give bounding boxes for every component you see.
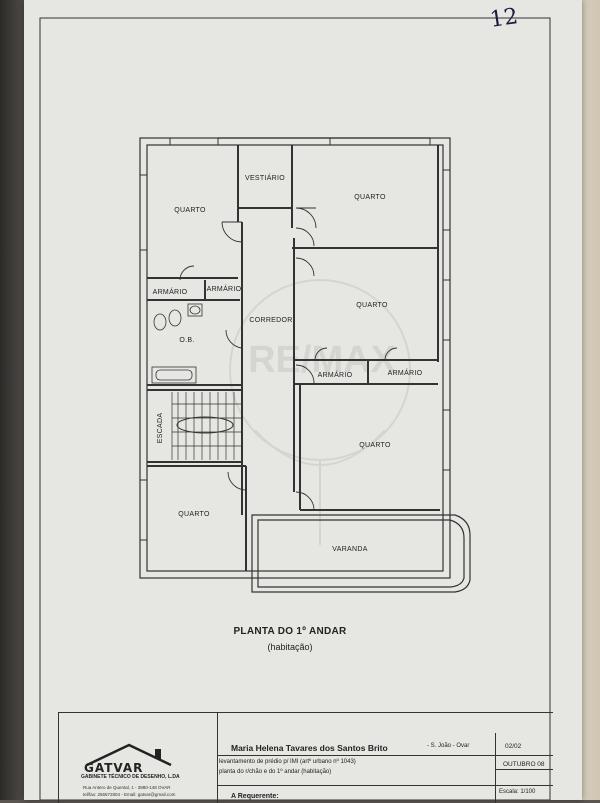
company-full-name: GABINETE TÉCNICO DE DESENHO, L.DA — [81, 774, 180, 780]
page-frame — [39, 17, 551, 800]
title-block-divider — [495, 733, 496, 803]
room-label-armario-4: ARMÁRIO — [388, 368, 423, 377]
owner-name: Maria Helena Tavares dos Santos Brito — [231, 743, 388, 753]
window-marks — [140, 138, 450, 541]
room-label-varanda: VARANDA — [332, 546, 367, 553]
company-contacts: tel/fax: 256572804 - Email: gatvar@gmail… — [83, 792, 176, 797]
title-block-divider — [217, 713, 218, 803]
room-label-corredor: CORREDOR — [249, 317, 292, 324]
room-label-armario-1: ARMÁRIO — [153, 287, 188, 296]
staircase — [171, 392, 242, 460]
room-label-quarto-nw: QUARTO — [174, 207, 206, 214]
company-logo-icon — [86, 743, 172, 767]
requester-label: A Requerente: — [231, 793, 279, 800]
balcony — [251, 514, 471, 593]
title-block: GATVAR GABINETE TÉCNICO DE DESENHO, L.DA… — [58, 712, 553, 803]
bathroom-fixtures — [151, 303, 203, 384]
sheet-number: 02/02 — [505, 743, 522, 750]
company-name: GATVAR — [84, 761, 144, 775]
room-label-escada: ESCADA — [157, 413, 164, 444]
drawing-date: OUTUBRO 08 — [503, 761, 545, 768]
title-block-divider — [217, 785, 553, 786]
title-block-divider — [217, 755, 553, 756]
room-label-armario-2: ARMÁRIO — [207, 284, 242, 293]
description-line-1: levantamento de prédio p/ IMI (artº urba… — [219, 759, 356, 765]
company-address: Rua Antero de Quental, 1 - 3880-148 OVAR — [83, 785, 171, 790]
interior-walls — [147, 145, 440, 571]
outer-walls — [139, 137, 451, 579]
room-label-vestiario: VESTIÁRIO — [245, 173, 285, 182]
title-block-divider — [495, 769, 553, 770]
room-label-quarto-ne: QUARTO — [354, 194, 386, 201]
drawing-title: PLANTA DO 1º ANDAR — [233, 626, 347, 637]
paper-sheet — [24, 0, 582, 800]
room-label-quarto-se: QUARTO — [359, 442, 391, 449]
drawing-subtitle: (habitação) — [267, 642, 313, 652]
handwritten-page-number: 12 — [488, 4, 520, 33]
room-label-quarto-mid: QUARTO — [356, 302, 388, 309]
room-label-quarto-sw: QUARTO — [178, 511, 210, 518]
room-label-armario-3: ARMÁRIO — [318, 370, 353, 379]
door-swings — [179, 207, 398, 511]
location: - S. João - Ovar — [427, 743, 470, 749]
room-label-wc: O.B. — [179, 337, 194, 344]
drawing-scale: Escala: 1/100 — [499, 789, 536, 795]
description-line-2: planta do r/chão e do 1º andar (habitaçã… — [219, 769, 332, 775]
